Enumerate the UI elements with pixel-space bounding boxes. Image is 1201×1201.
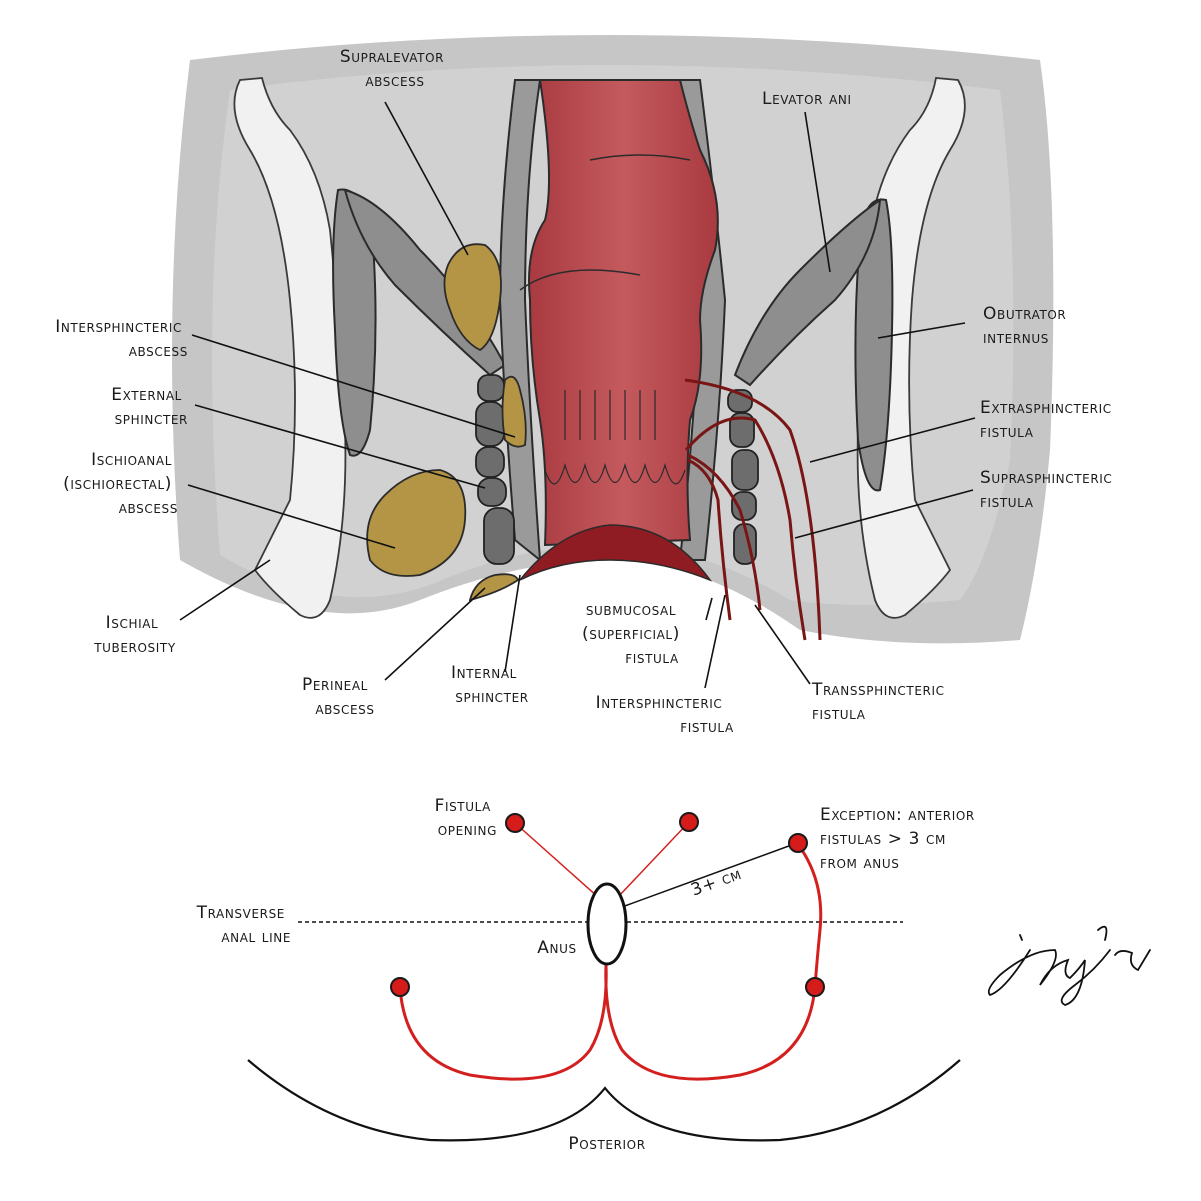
fistula-opening-dot-4 bbox=[390, 977, 410, 997]
intersphincteric-fistula-label: Intersphincteric fistula bbox=[596, 693, 734, 737]
transsphincteric-fistula-label: Transsphincteric fistula bbox=[811, 680, 951, 724]
anus-ellipse bbox=[586, 882, 628, 966]
anal-columns bbox=[544, 390, 686, 485]
perineal-abscess-label: Perineal abscess bbox=[302, 675, 375, 719]
exception-anterior-tract bbox=[795, 842, 823, 988]
intersphincteric-abscess-label: Intersphincteric abscess bbox=[55, 317, 188, 361]
anatomy-cross-section bbox=[172, 35, 1054, 644]
fistula-opening-dot-5 bbox=[805, 977, 825, 997]
transsphincteric-fistula-tract bbox=[687, 453, 762, 611]
perineal-abscess bbox=[468, 573, 520, 602]
goodsall-diagram bbox=[247, 812, 1151, 1142]
transverse-anal-line-label: Transverse anal line bbox=[196, 903, 291, 947]
goodsall-labels: Fistula opening Exception: anterior fist… bbox=[196, 796, 981, 1154]
fistula-tracts bbox=[684, 378, 822, 641]
anatomy-leader-lines bbox=[179, 101, 976, 689]
supralevator-abscess-label: Supralevator abscess bbox=[340, 47, 450, 91]
obturator-internus-label: Obutrator internus bbox=[983, 304, 1072, 348]
external-sphincter-label: External sphincter bbox=[111, 385, 188, 429]
fistula-opening-dot-3 bbox=[788, 833, 808, 853]
fistula-opening-label: Fistula opening bbox=[435, 796, 497, 840]
ischioanal-abscess-label: Ischioanal (ischiorectal) abscess bbox=[63, 450, 178, 518]
exception-label: Exception: anterior fistulas > 3 cm from… bbox=[820, 805, 981, 873]
supralevator-abscess bbox=[443, 243, 502, 352]
left-ischium-bone bbox=[233, 77, 347, 619]
posterior-left-tract bbox=[398, 964, 608, 1081]
ischial-tuberosity-label: Ischial tuberosity bbox=[93, 613, 176, 657]
extrasphincteric-fistula-tract bbox=[684, 378, 822, 641]
submucosal-fistula-label: submucosal (superficial) fistula bbox=[582, 600, 686, 668]
intersphincteric-fistula-tract bbox=[687, 458, 732, 621]
artist-signature bbox=[987, 925, 1151, 1006]
anterior-left-tract bbox=[514, 822, 599, 898]
levator-ani-label: Levator ani bbox=[762, 89, 852, 109]
left-external-sphincter bbox=[475, 374, 515, 565]
rectum-fold-2 bbox=[519, 269, 641, 291]
anatomy-labels: Supralevator abscess Levator ani Intersp… bbox=[55, 47, 1118, 737]
fistula-opening-dot-1 bbox=[505, 813, 525, 833]
fistula-opening-dot-2 bbox=[679, 812, 699, 832]
anal-canal bbox=[519, 524, 713, 582]
intersphincteric-abscess bbox=[501, 375, 527, 448]
posterior-right-tract bbox=[604, 964, 817, 1081]
suprasphincteric-fistula-tract bbox=[684, 416, 807, 641]
suprasphincteric-fistula-label: Suprasphincteric fistula bbox=[980, 468, 1118, 512]
anterior-right-tract bbox=[617, 821, 690, 898]
rectum-fold-1 bbox=[589, 154, 691, 161]
extrasphincteric-fistula-label: Extrasphincteric fistula bbox=[980, 398, 1118, 442]
distance-line bbox=[621, 842, 798, 908]
ischioanal-abscess bbox=[366, 469, 467, 577]
rectum-lumen bbox=[528, 79, 719, 547]
internal-sphincter-label: Internal sphincter bbox=[451, 663, 529, 707]
anus-label: Anus bbox=[537, 938, 576, 958]
distance-label: 3+ cm bbox=[688, 864, 744, 901]
posterior-label: Posterior bbox=[568, 1134, 645, 1154]
posterior-curve bbox=[247, 1059, 961, 1142]
